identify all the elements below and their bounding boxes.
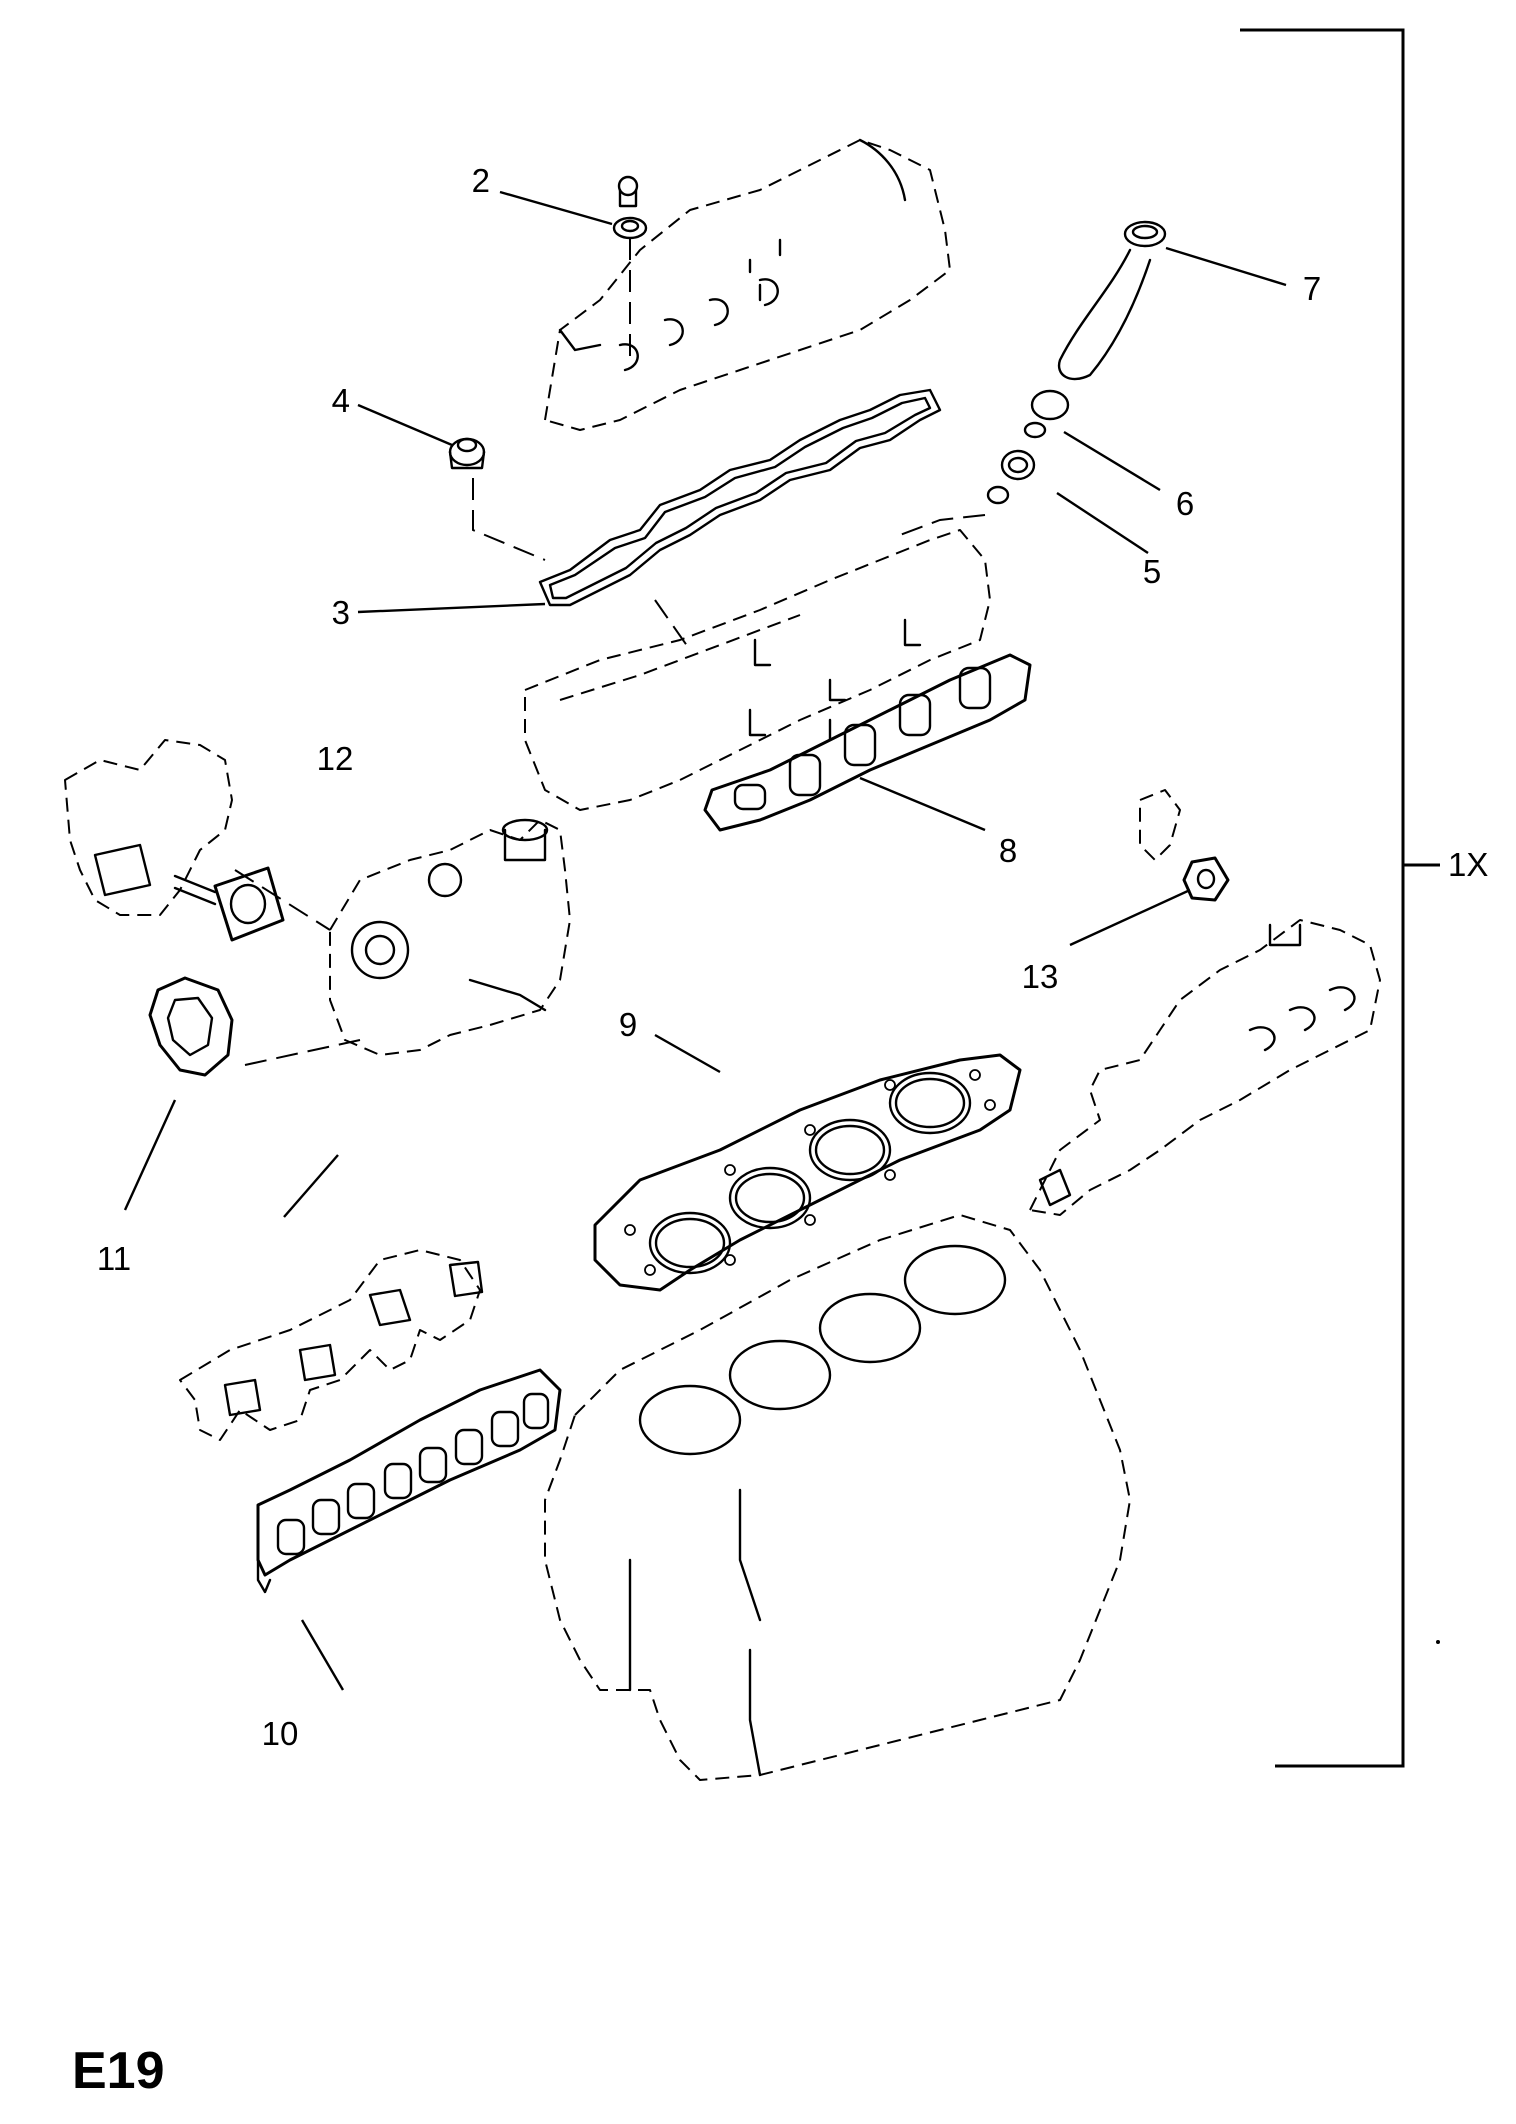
- part-13-outlet-gasket: [1139, 789, 1230, 902]
- figure-code: E19: [72, 2042, 165, 2100]
- callout-13: 13: [1022, 958, 1059, 995]
- callout-3: 3: [332, 594, 350, 631]
- part-9-head-gasket: [593, 1053, 1022, 1292]
- scan-dot: [1436, 1640, 1440, 1644]
- part-8-manifold-gasket: [703, 653, 1032, 832]
- callout-9: 9: [619, 1006, 637, 1043]
- part-7-hose: [1057, 220, 1167, 381]
- turbo-bracket-outline: [64, 739, 233, 916]
- callout-8: 8: [999, 832, 1017, 869]
- part-6-seal: [1023, 389, 1070, 439]
- kit-label: 1X: [1448, 846, 1488, 883]
- part-2-bolt-seal: [612, 175, 648, 360]
- part-10-exhaust-gasket: [256, 1368, 562, 1594]
- callout-7: 7: [1303, 270, 1321, 307]
- callout-11: 11: [97, 1240, 131, 1277]
- cylinder-head-outline: [524, 529, 991, 811]
- callout-12: 12: [317, 740, 354, 777]
- callout-4: 4: [332, 382, 350, 419]
- rocker-cover-outline: [544, 138, 951, 431]
- part-3-cover-gasket: [538, 388, 942, 607]
- kit-bracket: [1240, 28, 1440, 1768]
- part-5-seal: [899, 449, 1036, 536]
- callout-10: 10: [262, 1715, 299, 1752]
- intake-manifold-outline: [1029, 919, 1381, 1216]
- callout-6: 6: [1176, 485, 1194, 522]
- part-12-turbo-gasket: [213, 866, 285, 942]
- leader-lines: [123, 190, 1287, 1691]
- part-11-turbo-outlet-gasket: [148, 976, 361, 1077]
- cylinder-block-outline: [544, 1214, 1131, 1781]
- part-4-grommet: [448, 437, 546, 561]
- callout-2: 2: [472, 162, 490, 199]
- exhaust-manifold-outline: [179, 1249, 484, 1441]
- callout-5: 5: [1143, 553, 1161, 590]
- turbocharger-outline: [234, 818, 571, 1056]
